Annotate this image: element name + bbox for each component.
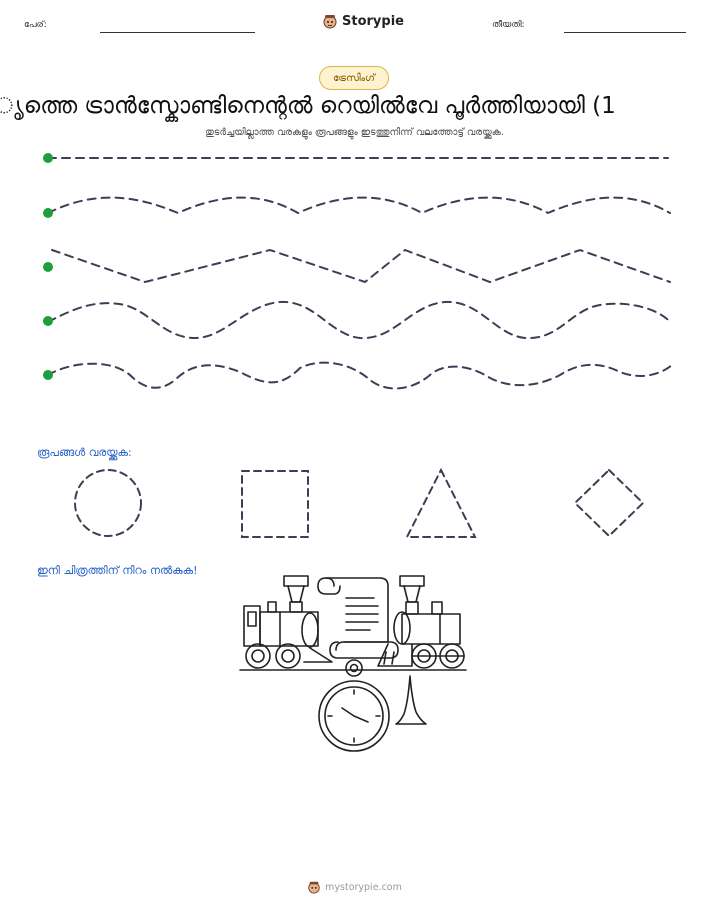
date-label: തീയതി: <box>492 20 525 30</box>
shapes-heading: രൂപങ്ങൾ വരയ്ക്കുക: <box>37 446 132 459</box>
golden-spike-icon <box>395 675 427 725</box>
tracing-area[interactable] <box>0 140 709 400</box>
pocket-watch-icon <box>318 659 390 752</box>
trace-line-zigzag <box>51 248 671 284</box>
activity-badge: ട്രേസിംഗ് <box>319 66 389 90</box>
trace-line-wave <box>47 196 671 215</box>
shapes-area[interactable] <box>0 465 709 545</box>
brand-name: Storypie <box>342 13 404 29</box>
name-line[interactable] <box>100 32 255 33</box>
steam-locomotive-icon <box>377 575 465 669</box>
start-dot <box>43 262 53 272</box>
scroll-icon <box>317 577 399 659</box>
trace-line-wave-2 <box>47 300 671 340</box>
storypie-mascot-icon <box>308 881 320 894</box>
footer: mystorypie.com <box>0 880 709 894</box>
date-line[interactable] <box>564 32 686 33</box>
storypie-mascot-icon <box>323 15 337 29</box>
coloring-picture[interactable] <box>239 572 470 752</box>
name-label: പേര്: <box>24 20 47 30</box>
start-dot <box>43 370 53 380</box>
start-dot <box>43 153 53 163</box>
trace-shape-circle <box>74 469 142 537</box>
trace-shape-triangle <box>405 467 477 538</box>
trace-line-bumps <box>47 361 673 390</box>
steam-locomotive-icon <box>239 575 467 671</box>
start-dot <box>43 208 53 218</box>
footer-site: mystorypie.com <box>325 881 402 893</box>
trace-shape-diamond <box>573 468 645 538</box>
page-title: ൃത്തെ ട്രാൻസ്കോണ്ടിനെന്റൽ റെയിൽവേ പൂർത്ത… <box>0 93 616 119</box>
brand-logo: Storypie <box>322 13 404 29</box>
coloring-heading: ഇനി ചിത്രത്തിന് നിറം നൽകുക! <box>37 564 198 577</box>
instruction-text: തുടർച്ചയില്ലാത്ത വരകളും രൂപങ്ങളും ഇടത്തു… <box>205 127 504 138</box>
trace-shape-square <box>241 470 309 538</box>
start-dot <box>43 316 53 326</box>
